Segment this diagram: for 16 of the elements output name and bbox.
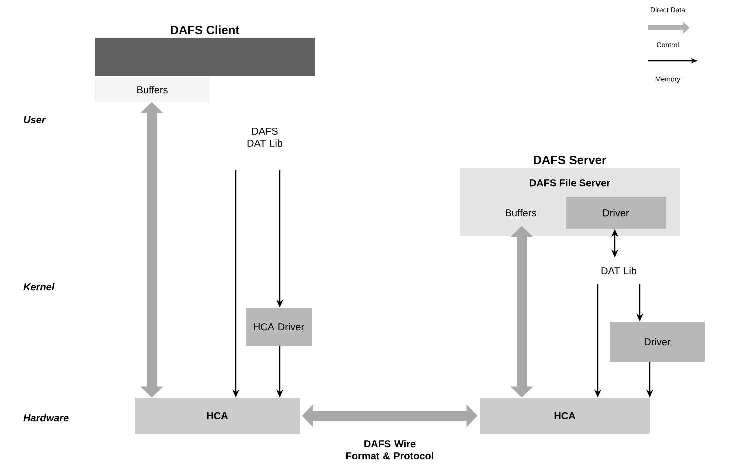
layer-label: User — [24, 116, 46, 124]
layer-label: Hardware — [24, 414, 69, 422]
node-label: DAFS Client — [171, 26, 240, 34]
layer-label: Kernel — [24, 283, 55, 291]
driver-box: Driver — [610, 322, 705, 362]
hca-box: HCA — [480, 398, 650, 434]
hca-box: HCA — [135, 398, 300, 434]
driver-box: HCA Driver — [246, 308, 312, 346]
node-label: DAFS Server — [534, 156, 606, 164]
application-box: DAFS Client — [95, 26, 315, 76]
label-text: DAT Lib — [602, 267, 637, 275]
edge-label: DAFS Wire Format & Protocol — [346, 440, 434, 460]
label-text: DAFS DAT Lib — [248, 128, 283, 148]
driver-box: Driver — [566, 197, 666, 229]
label-text: Buffers — [506, 209, 536, 217]
buffers-box: Buffers — [95, 78, 210, 102]
